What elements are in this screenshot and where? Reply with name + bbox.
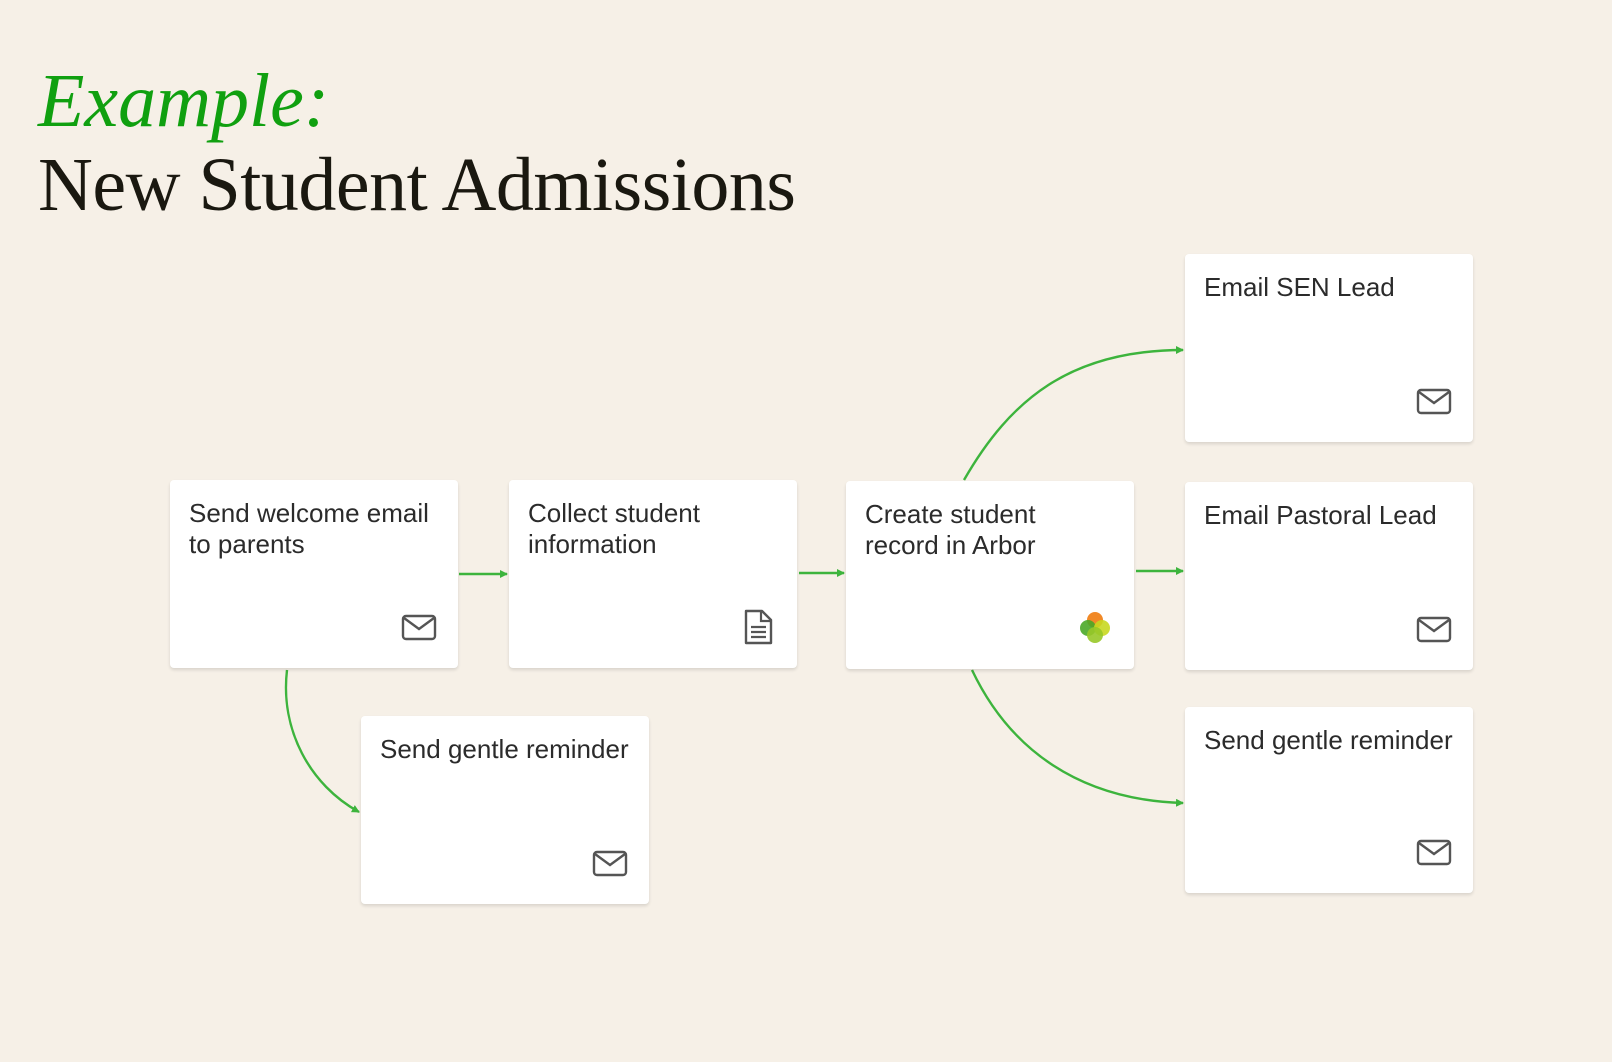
- mail-icon: [1416, 388, 1452, 415]
- node-label: Send welcome email to parents: [189, 498, 429, 559]
- mail-icon: [1416, 616, 1452, 643]
- mail-icon: [592, 850, 628, 877]
- page-title: New Student Admissions: [38, 143, 796, 227]
- node-create-student-record-arbor[interactable]: Create student record in Arbor: [846, 481, 1134, 669]
- node-label: Email Pastoral Lead: [1204, 500, 1437, 530]
- mail-icon: [1416, 839, 1452, 866]
- node-email-pastoral-lead[interactable]: Email Pastoral Lead: [1185, 482, 1473, 670]
- document-icon: [744, 609, 773, 645]
- mail-icon: [401, 614, 437, 641]
- node-send-welcome-email[interactable]: Send welcome email to parents: [170, 480, 458, 668]
- heading-kicker: Example:: [38, 59, 330, 143]
- arrow-arbor-to-reminder: [970, 669, 1184, 807]
- arbor-logo-icon: [1080, 612, 1110, 643]
- arrow-welcome-to-reminder: [284, 669, 360, 814]
- node-label: Email SEN Lead: [1204, 272, 1395, 302]
- node-send-gentle-reminder-right[interactable]: Send gentle reminder: [1185, 707, 1473, 893]
- node-label: Create student record in Arbor: [865, 499, 1036, 560]
- node-label: Send gentle reminder: [1204, 725, 1453, 755]
- node-collect-student-information[interactable]: Collect student information: [509, 480, 797, 668]
- arrow-arbor-to-sen: [962, 346, 1184, 481]
- node-label: Collect student information: [528, 498, 700, 559]
- node-send-gentle-reminder-left[interactable]: Send gentle reminder: [361, 716, 649, 904]
- node-label: Send gentle reminder: [380, 734, 629, 764]
- node-email-sen-lead[interactable]: Email SEN Lead: [1185, 254, 1473, 442]
